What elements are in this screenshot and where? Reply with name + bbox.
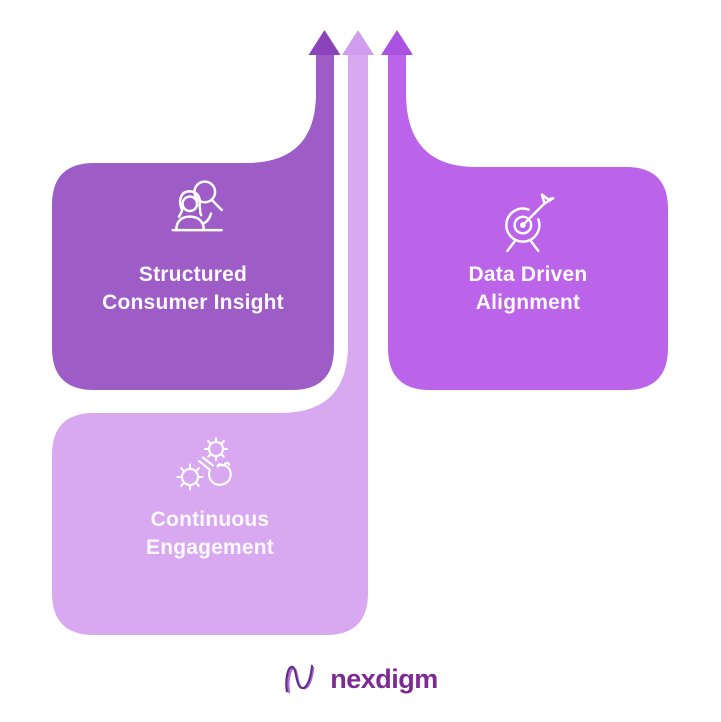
title-line: Engagement <box>145 536 275 559</box>
title-line: Consumer Insight <box>102 291 284 314</box>
title-line: Continuous <box>150 508 270 531</box>
card-continuous-engagement-title: Continuous Engagement <box>52 506 368 562</box>
gears-hand-icon <box>170 432 240 502</box>
logo: nexdigm <box>0 660 721 698</box>
nexdigm-logo-mark-icon <box>285 664 315 694</box>
arrowhead-middle <box>342 30 374 55</box>
card-structured-consumer-insight-shape <box>52 53 334 390</box>
arrowhead-right <box>381 30 413 55</box>
target-dart-icon <box>494 190 560 256</box>
card-structured-consumer-insight-title: Structured Consumer Insight <box>52 261 334 317</box>
card-continuous-engagement-shape <box>52 53 368 635</box>
nexdigm-logo-text: nexdigm <box>330 663 438 694</box>
title-line: Data Driven <box>468 263 588 286</box>
person-magnifier-icon <box>163 178 229 244</box>
arrowhead-left <box>308 30 341 55</box>
title-line: Structured <box>138 263 248 286</box>
card-data-driven-alignment-title: Data Driven Alignment <box>388 261 668 317</box>
title-line: Alignment <box>475 291 581 314</box>
